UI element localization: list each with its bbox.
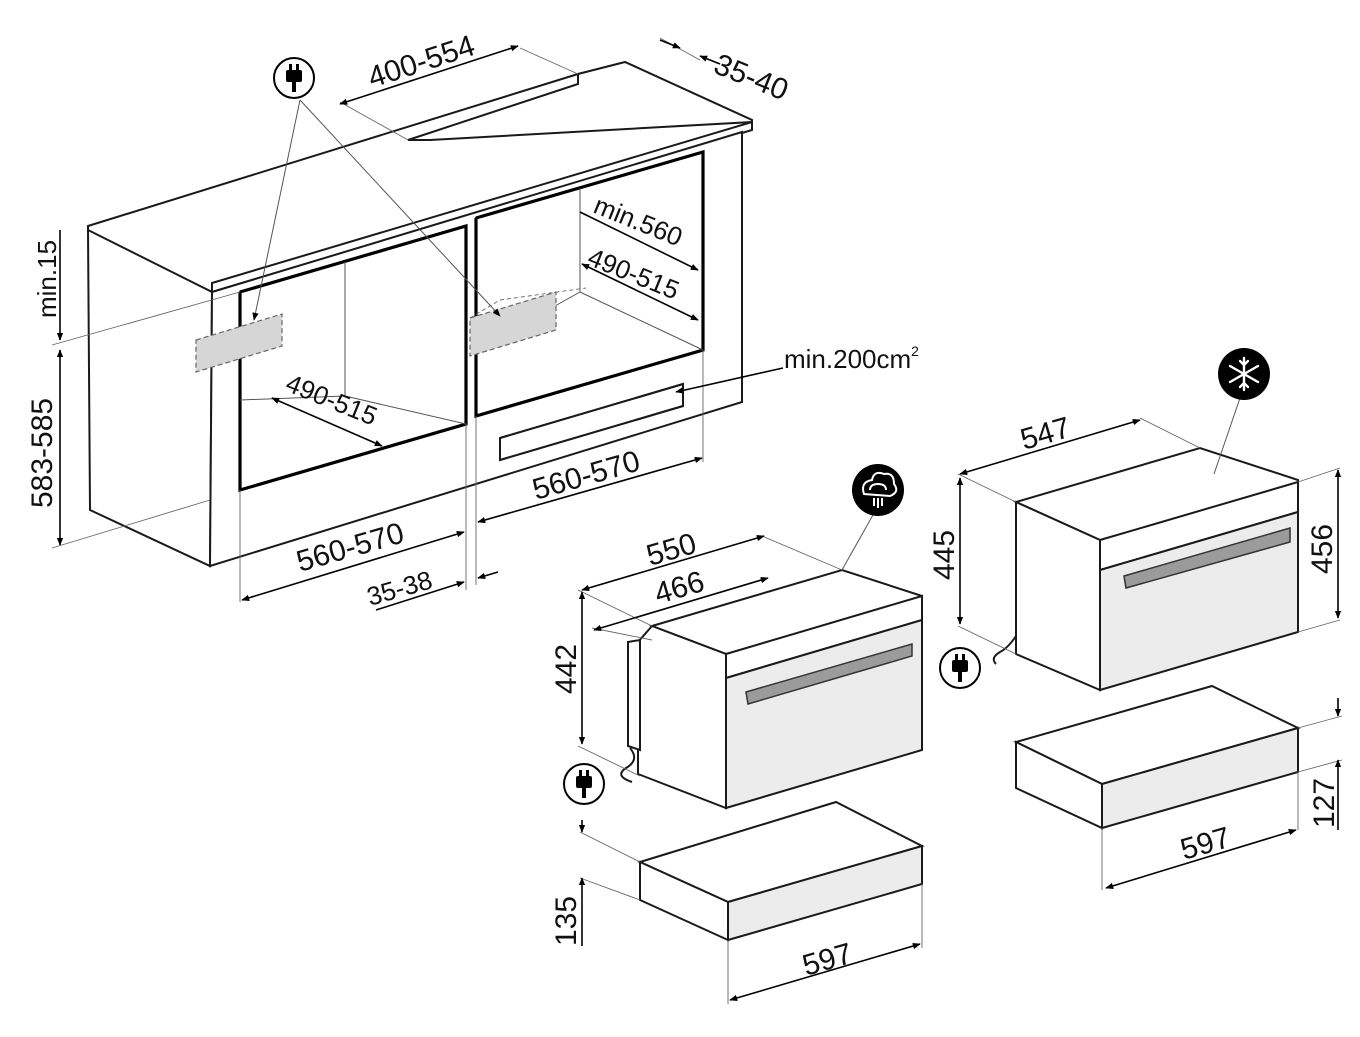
label-blast-chiller-height-front: 456 <box>1306 524 1339 574</box>
label-steam-oven-depth: 550 <box>643 527 700 573</box>
plug-icon <box>273 57 315 99</box>
left-vent-panel <box>195 313 283 373</box>
label-drawer-left-height: 135 <box>550 896 583 946</box>
label-blast-chiller-depth: 547 <box>1017 411 1074 457</box>
label-drawer-left-width: 597 <box>799 937 856 983</box>
plug-icon-steam-oven <box>563 763 605 805</box>
blast-chiller-cable <box>992 635 1017 665</box>
drawer-right: 127 597 <box>1013 684 1343 890</box>
kitchen-cabinet <box>51 37 753 602</box>
label-niche-depth: 400-554 <box>364 29 479 94</box>
label-steam-oven-body-depth: 466 <box>651 565 708 611</box>
label-side-gap: 35-38 <box>363 565 435 612</box>
label-drawer-right-height: 127 <box>1308 778 1341 828</box>
countertop-cutout <box>407 60 753 141</box>
steam-oven-cable <box>620 747 636 783</box>
steam-oven <box>577 535 923 810</box>
steam-oven-side <box>637 624 727 810</box>
steam-icon <box>852 464 904 516</box>
plug-icon-blast-chiller <box>939 647 981 689</box>
label-worktop-gap: 35-40 <box>709 48 793 107</box>
drawer-left: 135 597 <box>550 800 925 1004</box>
right-vent-panel <box>469 291 557 357</box>
blast-chiller <box>957 417 1341 692</box>
steam-oven-handle <box>745 643 913 705</box>
steam-oven-rear-flange <box>627 638 641 752</box>
snowflake-icon <box>1218 348 1270 400</box>
label-vent-area: min.200cm2 <box>784 343 919 374</box>
label-blast-chiller-height-rear: 445 <box>928 530 961 580</box>
label-drawer-right-width: 597 <box>1177 821 1234 867</box>
label-min-top: min.15 <box>32 240 62 318</box>
label-steam-oven-height: 442 <box>550 644 583 694</box>
countertop-edge <box>211 120 753 294</box>
plug-callout-top <box>252 57 501 321</box>
label-niche-height: 583-585 <box>26 398 59 508</box>
blast-chiller-handle <box>1123 527 1291 589</box>
